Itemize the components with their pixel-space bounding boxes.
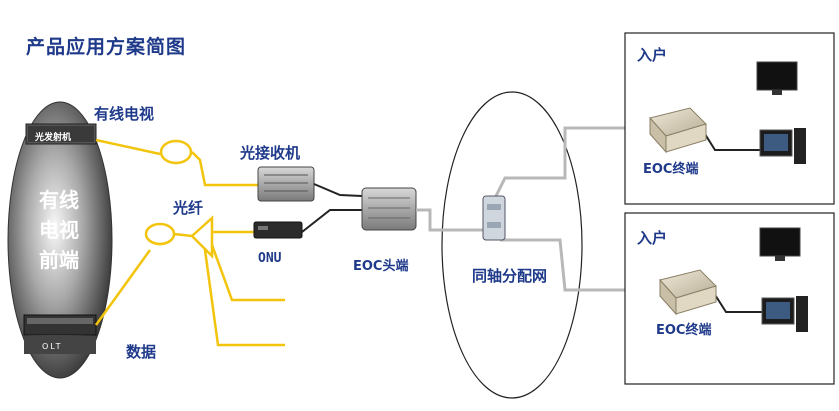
home1-devices (649, 61, 806, 164)
onu-label: ONU (258, 251, 282, 266)
optical-receiver-device (257, 166, 315, 202)
headend-label: 有线电视前端 (39, 188, 79, 272)
home1-terminal-label: EOC终端 (643, 162, 699, 177)
eoc-head-label: EOC头端 (353, 259, 409, 274)
optical-receiver-label: 光接收机 (240, 144, 301, 162)
data-label: 数据 (126, 343, 157, 361)
catv-label: 有线电视 (94, 105, 155, 123)
fiber-lines (94, 138, 285, 347)
diagram-title: 产品应用方案简图 (26, 36, 187, 58)
headend-ellipse (7, 101, 113, 379)
eoc-head-device (361, 187, 417, 231)
optical-transmitter-device (25, 123, 97, 145)
onu-device (253, 221, 303, 239)
home1-label: 入户 (637, 46, 668, 64)
olt-label: OLT (42, 342, 63, 351)
home2-label: 入户 (637, 229, 668, 247)
coax-network-label: 同轴分配网 (472, 267, 548, 285)
splitter-device (482, 195, 506, 241)
home2-terminal-label: EOC终端 (656, 323, 712, 338)
coax-network-ellipse (441, 91, 583, 399)
home2-devices (659, 227, 808, 332)
fiber-label: 光纤 (173, 199, 204, 217)
olt-device (23, 314, 97, 354)
onu-to-head-cable (301, 209, 362, 233)
receiver-to-head-cable (313, 183, 363, 197)
transmitter-label: 光发射机 (35, 133, 72, 143)
